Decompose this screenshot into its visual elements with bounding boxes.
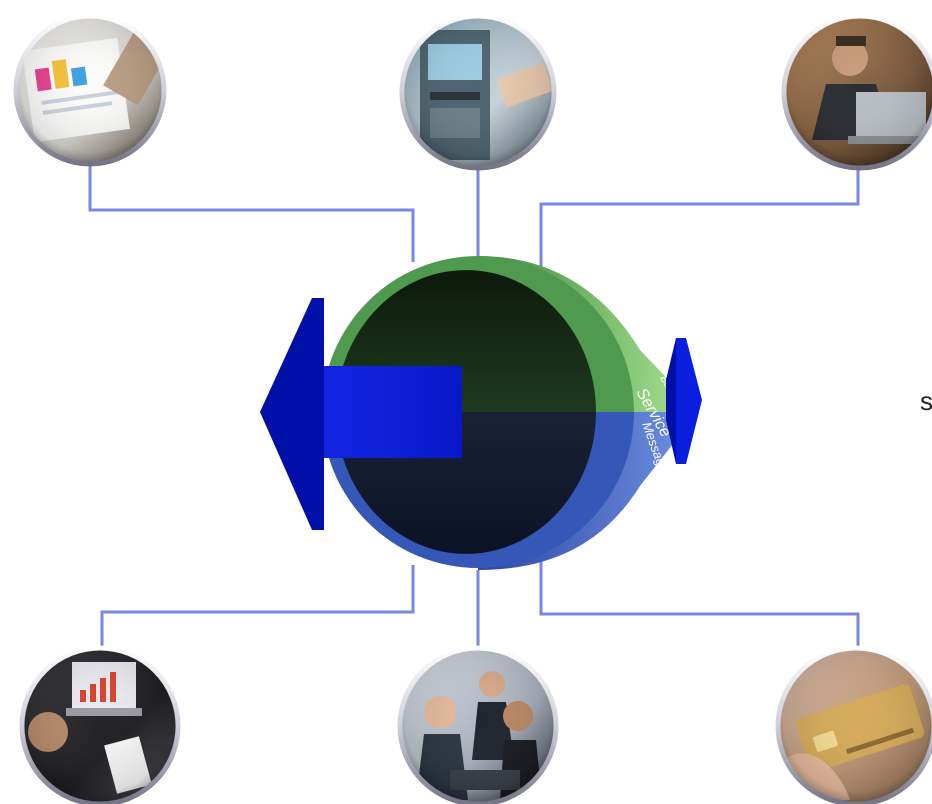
connectors: [88, 160, 860, 652]
arrow-left: [260, 298, 462, 530]
node-business-team: [397, 645, 559, 804]
node-atm: [399, 13, 557, 171]
node-laptop-meeting: [19, 645, 181, 804]
atm-machine-photo-icon: [404, 18, 552, 166]
business-team-photo-icon: [402, 650, 554, 802]
credit-card-photo-icon: [780, 650, 932, 802]
connector-laptop-user: [539, 162, 860, 270]
edge-text: s: [920, 386, 932, 416]
laptop-chart-meeting-photo-icon: [24, 650, 176, 802]
node-laptop-user: [781, 13, 932, 171]
tablet-report-photo-icon: [18, 18, 162, 162]
connector-report: [88, 160, 415, 262]
connector-laptop-meeting: [100, 565, 415, 652]
arrow-left-edge: [260, 298, 324, 530]
arrow-right: [666, 338, 702, 464]
connector-credit-card: [539, 560, 860, 652]
node-credit-card: [775, 645, 932, 804]
man-laptop-photo-icon: [786, 18, 932, 166]
node-report-analytics: [13, 13, 167, 167]
